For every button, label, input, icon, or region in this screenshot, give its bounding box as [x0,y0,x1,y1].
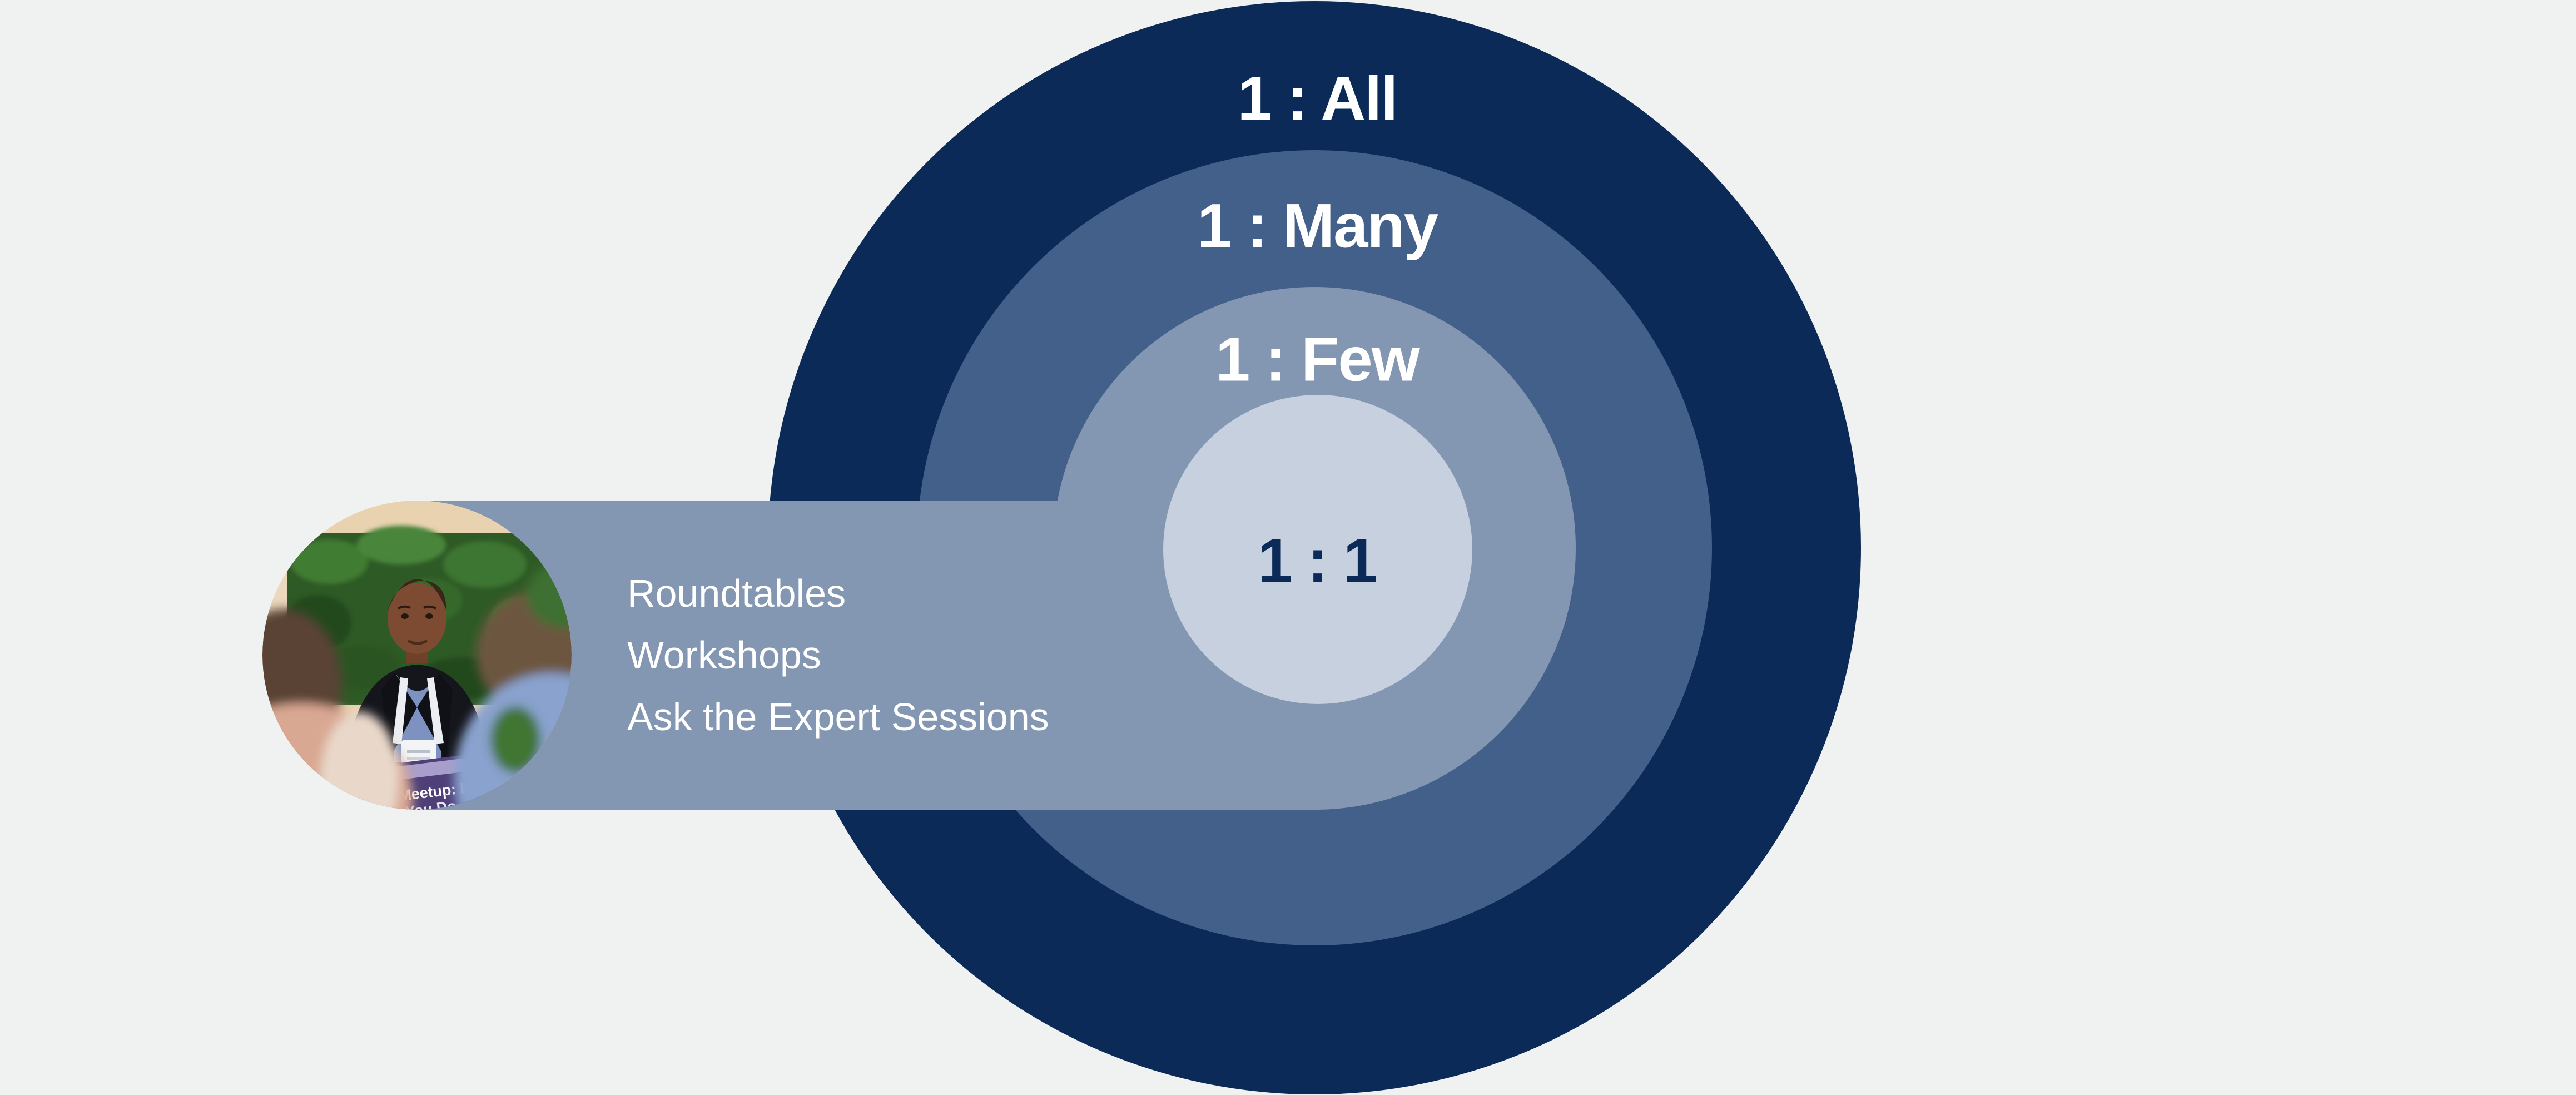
ring-all-label: 1 : All [1237,63,1398,133]
callout-session-list: Roundtables Workshops Ask the Expert Ses… [627,563,1049,748]
attendees-photo-illustration: Meetup: How Ar You Do [262,501,572,810]
ring-few-label: 1 : Few [1215,324,1420,394]
callout-item-ask-the-expert: Ask the Expert Sessions [627,695,1049,739]
callout-item-roundtables: Roundtables [627,572,846,615]
ring-many-label: 1 : Many [1197,191,1438,261]
callout-item-workshops: Workshops [627,633,821,677]
ring-one-label: 1 : 1 [1257,526,1378,596]
attendees-photo: Meetup: How Ar You Do [262,501,572,810]
ring-one-circle [1163,395,1472,704]
